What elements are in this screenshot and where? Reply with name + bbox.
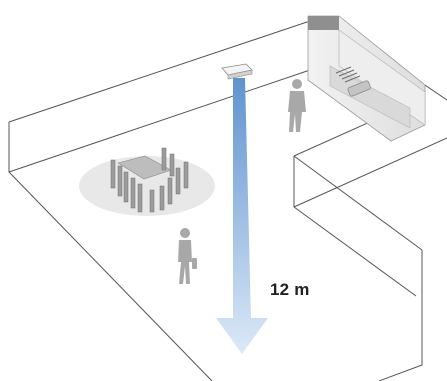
kitchen-counter — [307, 15, 426, 142]
sink-icon — [347, 80, 371, 97]
dining-table-icon — [79, 147, 215, 216]
range-arrow — [216, 78, 268, 354]
person-walking-icon — [178, 228, 197, 284]
stove-icon — [335, 66, 361, 83]
ceiling-sensor-icon — [221, 63, 253, 80]
person-standing-icon — [288, 79, 306, 132]
distance-label: 12 m — [270, 280, 310, 299]
